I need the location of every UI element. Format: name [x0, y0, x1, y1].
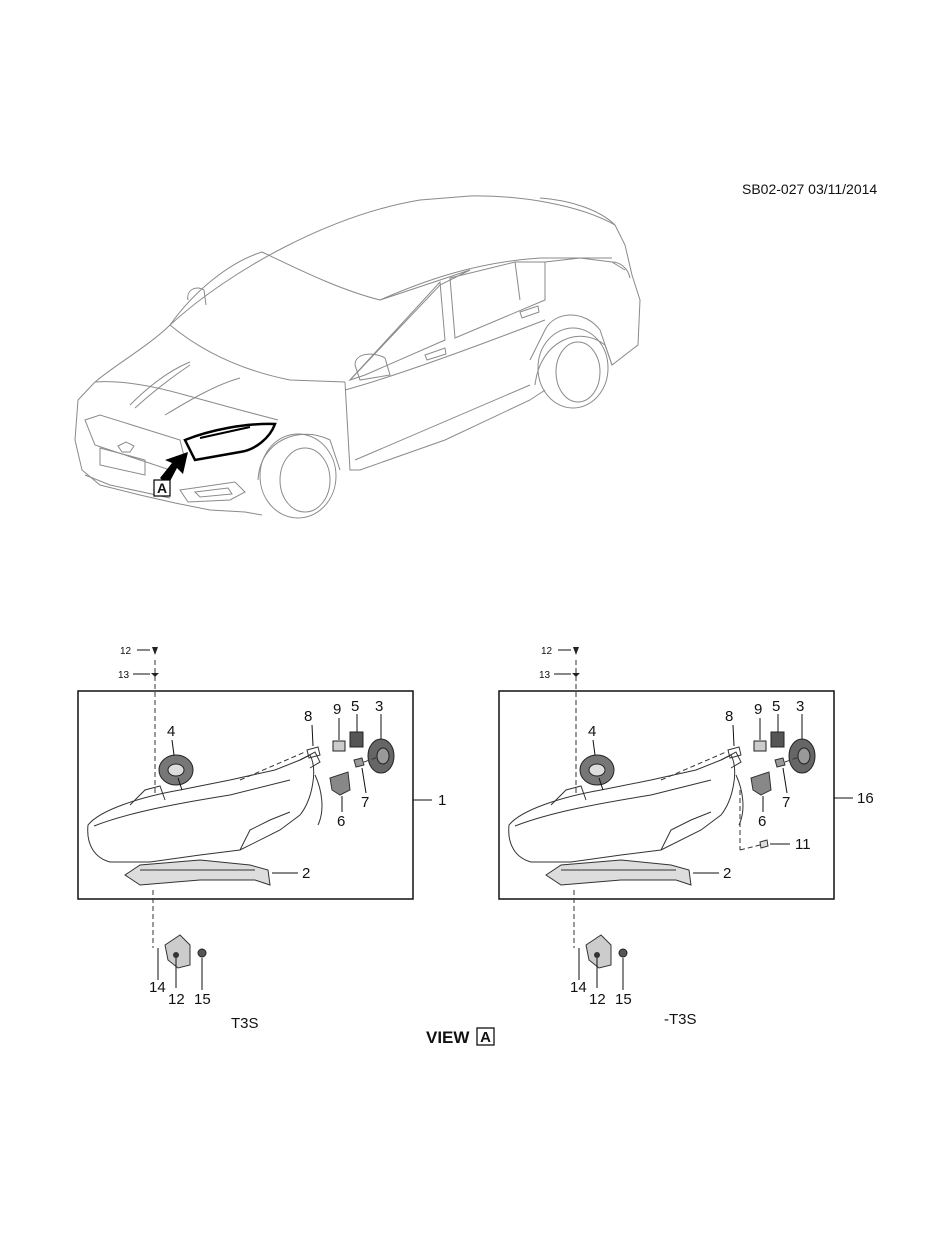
left-label-5: 5	[351, 698, 359, 715]
right-label-14: 14	[570, 979, 587, 996]
left-label-15: 15	[194, 991, 211, 1008]
right-assembly-number: 16	[857, 790, 874, 807]
left-assembly-box	[77, 690, 414, 900]
right-label-4: 4	[588, 723, 596, 740]
left-label-4: 4	[167, 723, 175, 740]
right-label-11: 11	[795, 836, 811, 853]
right-label-13: 13	[539, 670, 551, 681]
left-label-6: 6	[337, 813, 345, 830]
right-label-7: 7	[782, 794, 790, 811]
left-label-13: 13	[118, 670, 130, 681]
right-label-12-top: 12	[541, 646, 553, 657]
left-assembly: 12 13 4 8 9 5 3	[77, 646, 446, 1032]
left-label-3: 3	[375, 698, 383, 715]
left-caption: T3S	[231, 1015, 259, 1032]
right-label-8: 8	[725, 708, 733, 725]
view-title-text: VIEW	[426, 1028, 470, 1047]
callout-box	[153, 479, 171, 497]
left-label-12-top: 12	[120, 646, 132, 657]
right-label-3: 3	[796, 698, 804, 715]
left-label-2: 2	[302, 865, 310, 882]
left-label-7: 7	[361, 794, 369, 811]
right-label-6: 6	[758, 813, 766, 830]
car-illustration: A	[74, 195, 641, 519]
right-label-5: 5	[772, 698, 780, 715]
view-title: VIEW A	[426, 1027, 495, 1047]
right-assembly-box	[498, 690, 835, 900]
callout-letter: A	[157, 480, 167, 496]
right-label-9: 9	[754, 701, 762, 718]
right-label-15: 15	[615, 991, 632, 1008]
drawing-reference: SB02-027 03/11/2014	[742, 181, 878, 197]
left-label-9: 9	[333, 701, 341, 718]
left-label-12-bottom: 12	[168, 991, 185, 1008]
right-label-12-bottom: 12	[589, 991, 606, 1008]
view-title-letter: A	[480, 1029, 491, 1046]
left-label-8: 8	[304, 708, 312, 725]
right-caption: -T3S	[664, 1011, 697, 1028]
left-label-14: 14	[149, 979, 166, 996]
right-assembly: 12 13 4 8 9 5 3 7 6	[498, 646, 874, 1028]
left-assembly-number: 1	[438, 792, 446, 809]
right-label-2: 2	[723, 865, 731, 882]
